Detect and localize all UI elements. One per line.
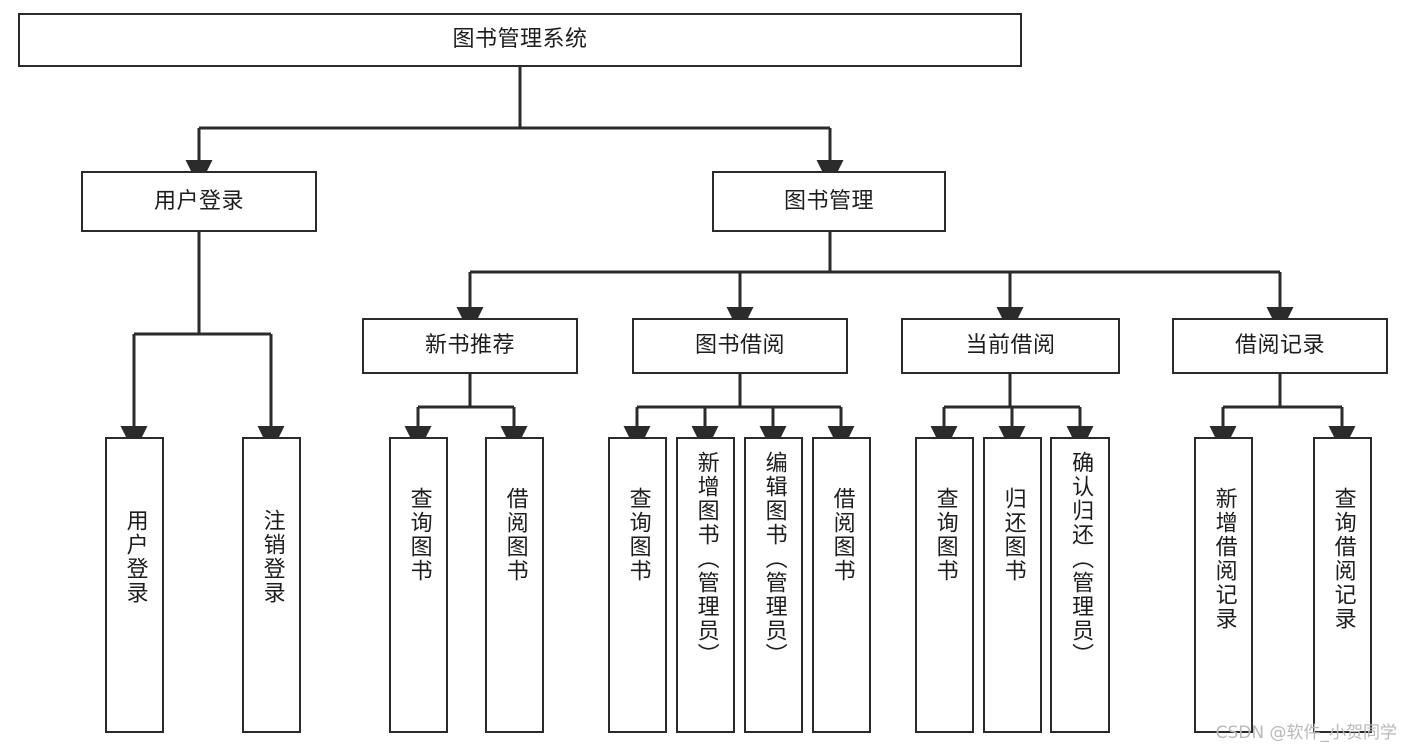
leaf-add-borrow-record-label: 新增借阅记录	[1211, 487, 1237, 631]
node-current-borrow-label: 当前借阅	[965, 333, 1056, 359]
leaf-borrow-book-bb[interactable]: 借阅图书	[812, 437, 871, 733]
node-new-book-recommend[interactable]: 新书推荐	[362, 318, 578, 374]
leaf-borrow-book-bb-label: 借阅图书	[829, 487, 855, 583]
node-user-login-label: 用户登录	[153, 188, 244, 214]
leaf-query-book-cb-label: 查询图书	[932, 487, 958, 583]
leaf-edit-book-admin-label: 编辑图书（管理员）	[761, 451, 787, 667]
leaf-edit-book-admin[interactable]: 编辑图书（管理员）	[744, 437, 803, 733]
leaf-logout-label: 注销登录	[259, 509, 285, 605]
leaf-confirm-return-admin-label: 确认归还（管理员）	[1068, 451, 1094, 667]
leaf-logout[interactable]: 注销登录	[242, 437, 301, 733]
leaf-add-book-admin-label: 新增图书（管理员）	[693, 451, 719, 667]
node-new-book-recommend-label: 新书推荐	[424, 333, 515, 359]
leaf-return-book-label: 归还图书	[1000, 487, 1026, 583]
leaf-add-borrow-record[interactable]: 新增借阅记录	[1194, 437, 1253, 733]
leaf-user-login[interactable]: 用户登录	[105, 437, 164, 733]
node-book-management-label: 图书管理	[783, 188, 874, 214]
leaf-query-book-nbr[interactable]: 查询图书	[389, 437, 448, 733]
leaf-return-book[interactable]: 归还图书	[983, 437, 1042, 733]
node-borrow-record[interactable]: 借阅记录	[1172, 318, 1388, 374]
leaf-query-book-cb[interactable]: 查询图书	[915, 437, 974, 733]
leaf-query-book-nbr-label: 查询图书	[406, 487, 432, 583]
leaf-query-borrow-record[interactable]: 查询借阅记录	[1313, 437, 1372, 733]
leaf-query-borrow-record-label: 查询借阅记录	[1330, 487, 1356, 631]
node-book-borrow-label: 图书借阅	[694, 333, 785, 359]
leaf-query-book-bb-label: 查询图书	[625, 487, 651, 583]
node-book-borrow[interactable]: 图书借阅	[632, 318, 848, 374]
node-root-label: 图书管理系统	[452, 27, 588, 53]
leaf-query-book-bb[interactable]: 查询图书	[608, 437, 667, 733]
node-root[interactable]: 图书管理系统	[18, 13, 1022, 67]
node-current-borrow[interactable]: 当前借阅	[901, 318, 1120, 374]
node-book-management[interactable]: 图书管理	[712, 171, 946, 232]
node-user-login[interactable]: 用户登录	[81, 171, 317, 232]
leaf-user-login-label: 用户登录	[122, 509, 148, 605]
node-borrow-record-label: 借阅记录	[1234, 333, 1325, 359]
leaf-borrow-book-nbr-label: 借阅图书	[502, 487, 528, 583]
leaf-confirm-return-admin[interactable]: 确认归还（管理员）	[1050, 437, 1110, 733]
leaf-add-book-admin[interactable]: 新增图书（管理员）	[676, 437, 735, 733]
watermark: CSDN @软件_小贺同学	[1215, 723, 1397, 743]
leaf-borrow-book-nbr[interactable]: 借阅图书	[485, 437, 544, 733]
